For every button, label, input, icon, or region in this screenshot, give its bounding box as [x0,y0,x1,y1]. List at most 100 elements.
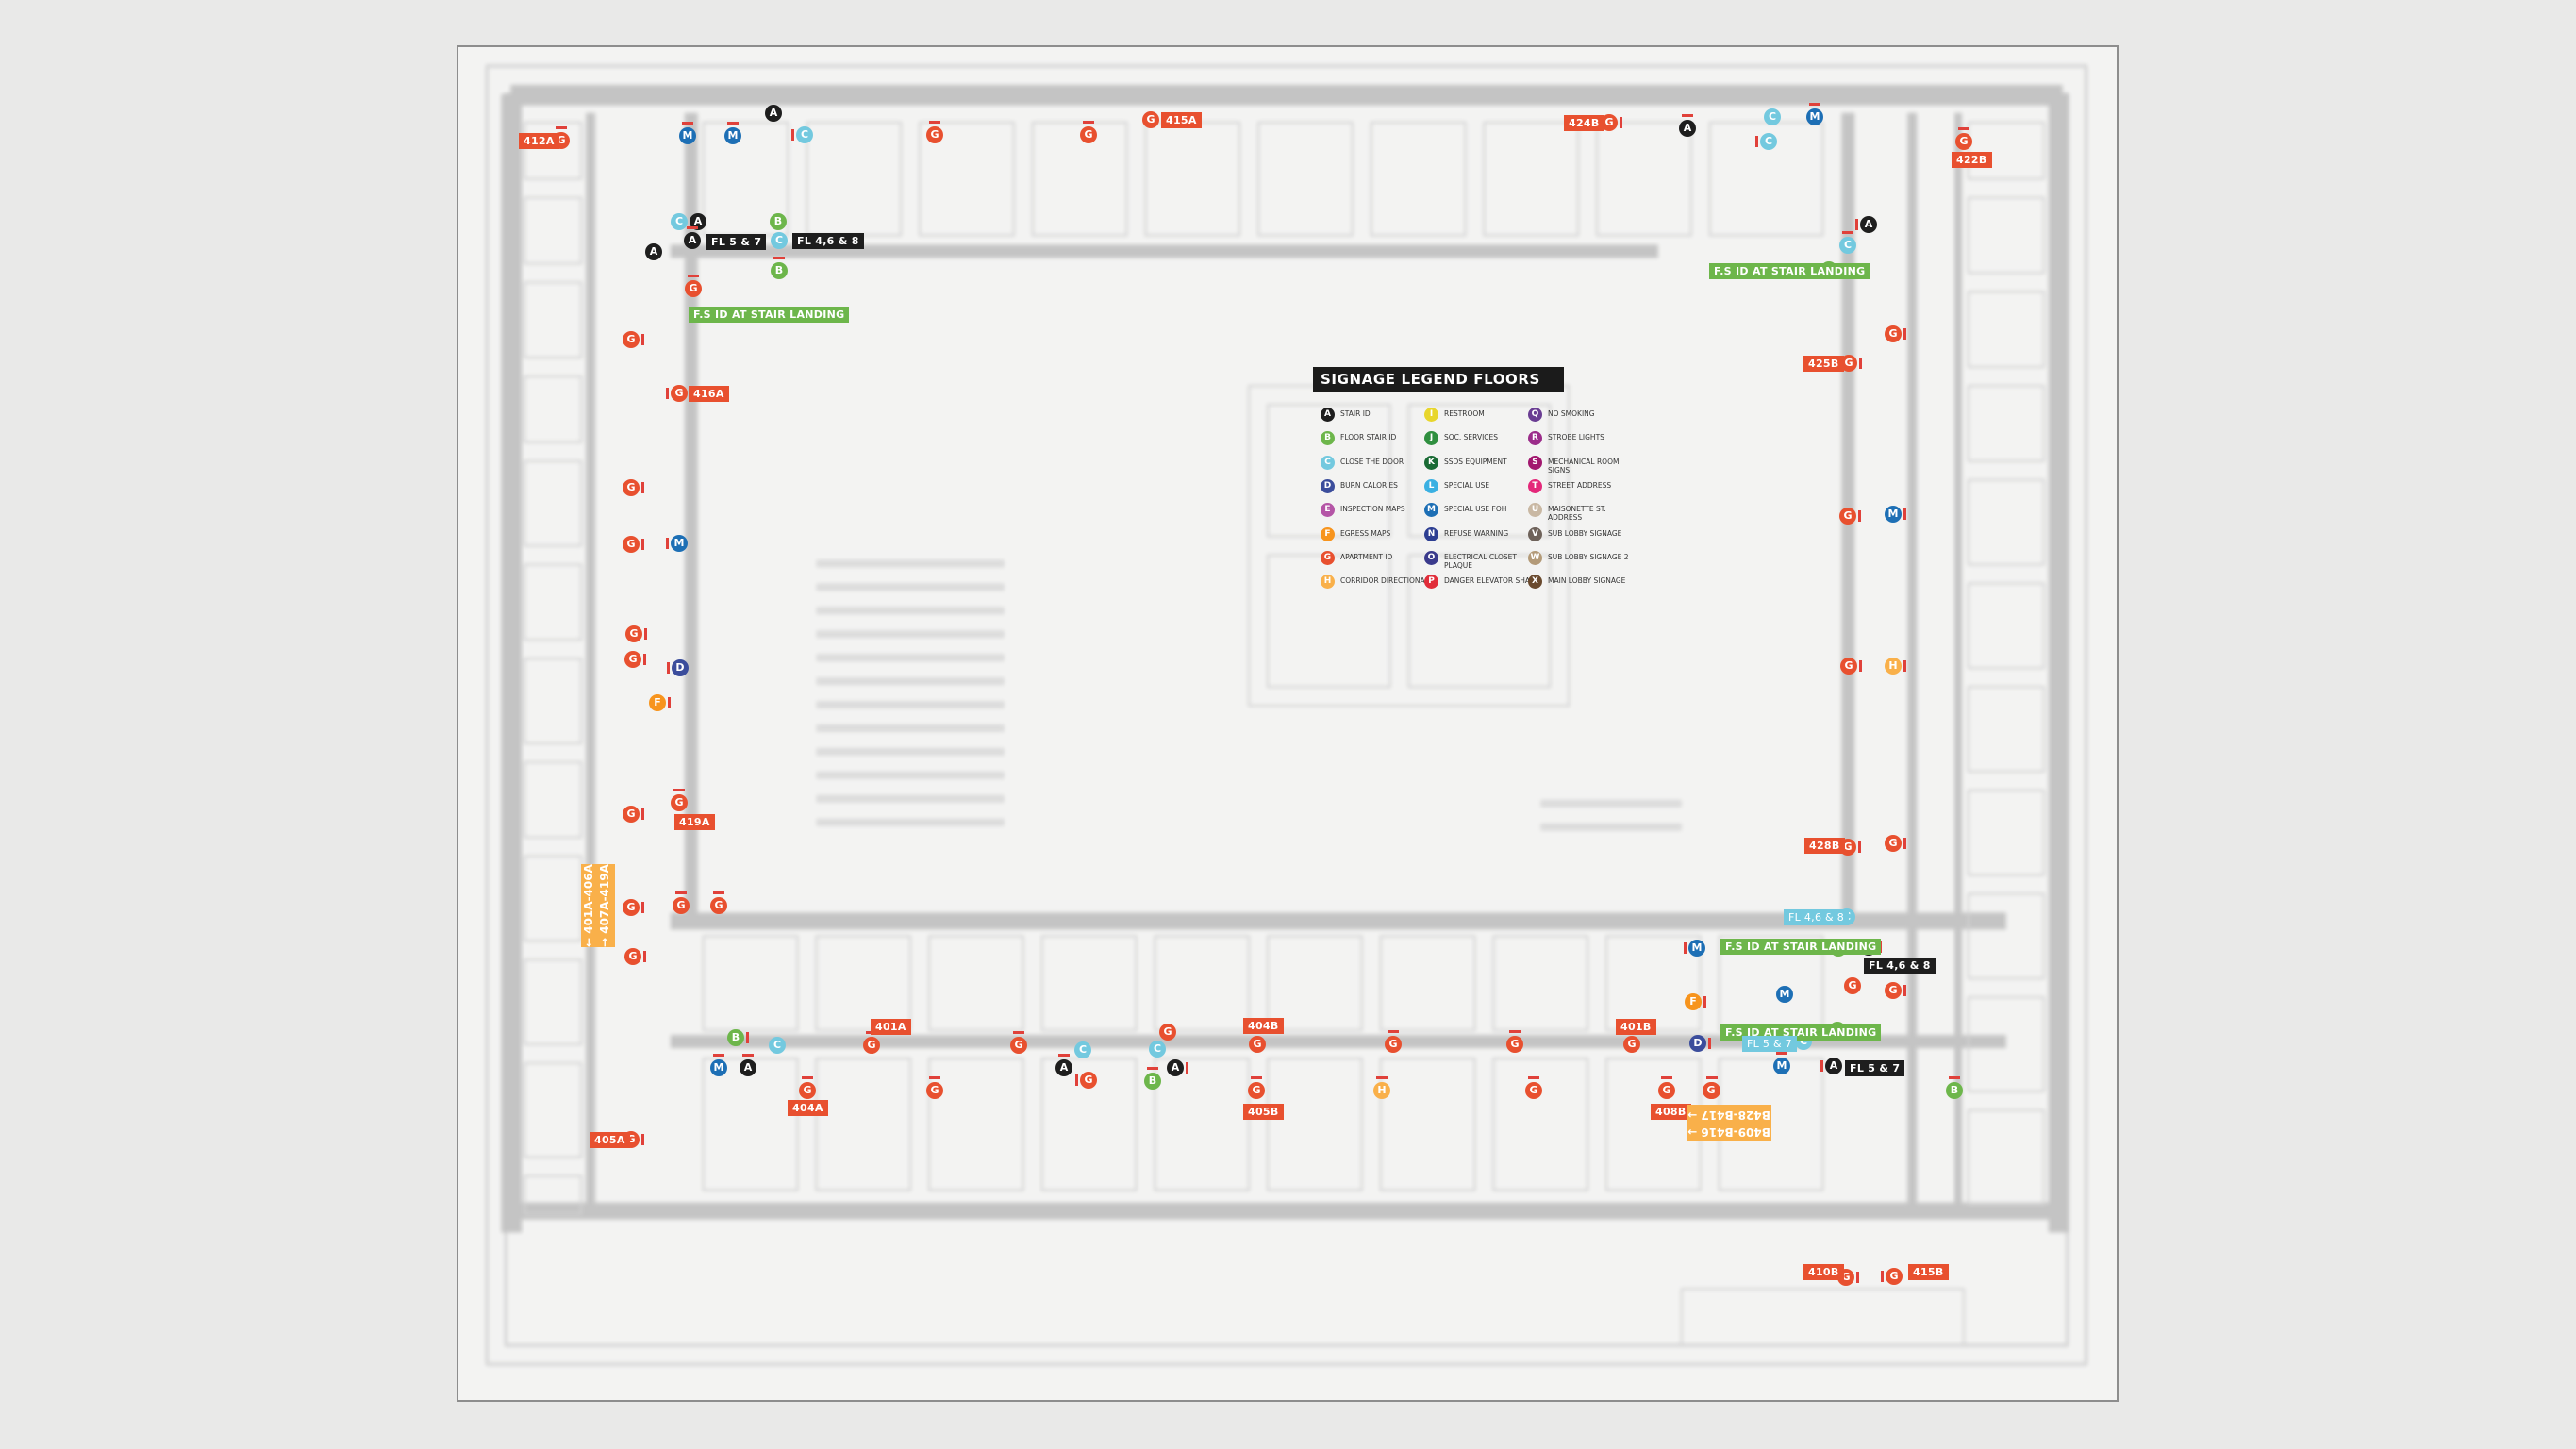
legend-marker: V [1528,526,1542,541]
mount-tick [1013,1031,1024,1034]
mount-tick [929,121,940,124]
sign-tag: FL 4,6 & 8 [1864,958,1936,974]
sign-tag: 412A [519,133,559,149]
sign-marker-c: C [1074,1041,1091,1058]
mount-tick [1856,1272,1859,1283]
sign-marker-c: C [1839,237,1856,254]
legend-item-w: W SUB LOBBY SIGNAGE 2 [1528,550,1660,571]
mount-tick [644,628,647,640]
legend-marker: N [1424,526,1438,541]
sign-marker-c: C [1764,108,1781,125]
sign-marker-a: A [690,213,706,230]
sign-marker-m: M [671,535,688,552]
legend-label: STAIR ID [1340,409,1371,418]
mount-tick [667,662,670,674]
directional-line: ← 401A-406A [582,864,595,947]
legend-label: SPECIAL USE FOH [1444,505,1507,514]
sign-marker-h: H [1373,1082,1390,1099]
sign-marker-g: G [1885,982,1902,999]
mount-tick [666,388,669,399]
legend-marker: L [1424,478,1438,493]
sign-marker-g: G [624,651,641,668]
legend-label: MAIN LOBBY SIGNAGE [1548,576,1626,586]
legend-label: SUB LOBBY SIGNAGE 2 [1548,552,1629,561]
legend-marker: U [1528,503,1542,518]
mount-tick [641,1134,644,1145]
sign-tag: FL 5 & 7 [1845,1060,1905,1076]
mount-tick [1186,1062,1188,1074]
mount-tick [1509,1030,1521,1033]
sign-marker-g: G [1080,1072,1097,1089]
corridor-directional-sign-bottom: B409-B416 →B428-B417 → [1687,1105,1771,1141]
sign-tag: 415B [1908,1264,1949,1280]
sign-marker-c: C [771,232,788,249]
sign-marker-g: G [1525,1082,1542,1099]
mount-tick [773,257,785,259]
legend-marker: I [1424,408,1438,422]
sign-tag: 416A [689,386,729,402]
sign-marker-g: G [1955,133,1972,150]
mount-tick [668,697,671,708]
sign-marker-g: G [1703,1082,1720,1099]
sign-marker-g: G [623,331,640,348]
sign-marker-g: G [863,1037,880,1054]
sign-marker-m: M [1773,1058,1790,1074]
sign-marker-g: G [1885,325,1902,342]
mount-tick [1903,985,1906,996]
mount-tick [673,789,685,791]
legend-label: EGRESS MAPS [1340,528,1391,538]
legend-label: STROBE LIGHTS [1548,433,1604,442]
sign-marker-a: A [684,232,701,249]
mount-tick [1755,136,1758,147]
sign-tag: 425B [1803,356,1844,372]
mount-tick [1528,1076,1539,1079]
mount-tick [688,275,699,277]
legend-marker: S [1528,455,1542,470]
mount-tick [929,1076,940,1079]
mount-tick [675,891,687,894]
sign-marker-g: G [1840,355,1857,372]
sign-marker-a: A [740,1059,756,1076]
sign-marker-g: G [624,948,641,965]
legend-marker: B [1321,431,1335,446]
mount-tick [643,951,646,962]
mount-tick [1776,1052,1787,1055]
sign-marker-a: A [1055,1059,1072,1076]
mount-tick [1251,1076,1262,1079]
mount-tick [791,129,794,141]
sign-marker-a: A [765,105,782,122]
sign-marker-g: G [799,1082,816,1099]
directional-line: B428-B417 → [1687,1108,1770,1122]
sign-marker-g: G [1885,835,1902,852]
sign-tag: 405A [590,1132,630,1148]
mount-tick [802,1076,813,1079]
sign-tag: 405B [1243,1104,1284,1120]
sign-marker-m: M [724,127,741,144]
sign-marker-a: A [1860,216,1877,233]
mount-tick [641,902,644,913]
legend-marker: W [1528,550,1542,565]
mount-tick [1859,358,1862,369]
mount-tick [687,226,698,229]
legend-marker: X [1528,575,1542,590]
mount-tick [1903,508,1906,520]
mount-tick [666,538,669,549]
mount-tick [727,122,739,125]
sign-tag: 408B [1651,1104,1691,1120]
legend-label: RESTROOM [1444,409,1485,418]
legend-marker: M [1424,503,1438,518]
sign-marker-h: H [1885,658,1902,675]
legend-marker: E [1321,503,1335,518]
mount-tick [1855,219,1858,230]
legend-label: DANGER ELEVATOR SHAFT [1444,576,1538,586]
